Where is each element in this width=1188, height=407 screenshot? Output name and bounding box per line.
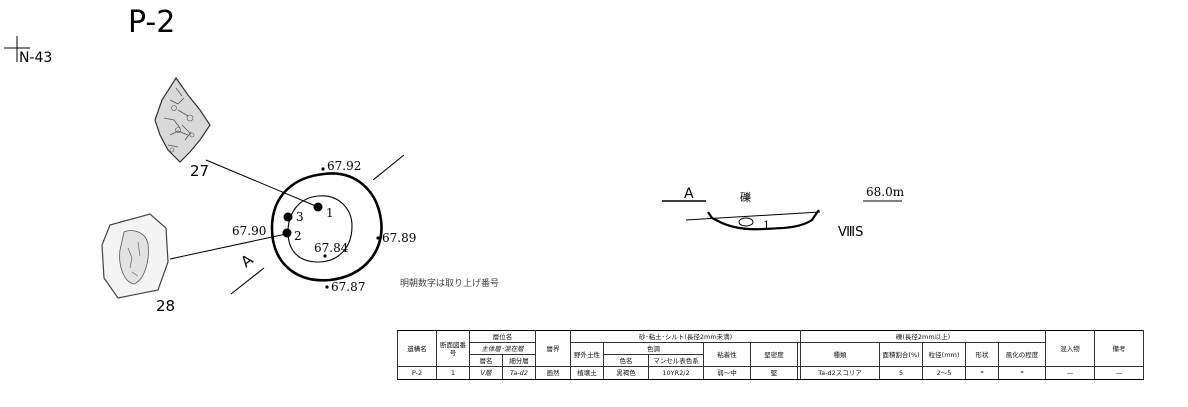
cross-section: A 68.0m 礫 1 ⅧS [662,185,905,240]
cell-munsell: 10YR2/2 [648,366,704,380]
elevation-point-bottom-inner [323,254,327,258]
leader-line-28 [169,233,287,260]
header-grain: 粒径(mm) [922,342,967,367]
elevation-point-bottom [325,285,329,289]
table-header-row-2: 主体層･混在層 野外土性 色調 粘着性 堅密度 種類 面積割合(%) 粒径(mm… [398,342,1144,367]
gravel-symbol [738,217,754,227]
cell-density: 堅 [750,366,798,380]
header-layer-name-group: 層位名 [469,330,536,343]
section-layer-number: 1 [763,219,770,232]
elevation-point-top [321,167,325,171]
header-sub-layer: 細分層 [502,354,536,367]
feature-title: P-2 [128,5,175,40]
leader-line-27 [205,159,319,208]
header-layer-sub: 主体層･混在層 [469,342,536,355]
cell-section-no: 1 [436,366,470,380]
cell-inclusions: — [1045,366,1096,380]
cell-layer-name: Ⅴ層 [469,366,503,380]
ground-surface-line [685,211,821,221]
stratum-label: ⅧS [838,225,863,240]
section-label-plan: A [237,250,257,271]
header-density: 堅密度 [750,342,798,367]
table-row: P-2 1 Ⅴ層 Ta-d2 画然 植壌土 黒褐色 10YR2/2 弱～中 堅 … [397,366,1145,380]
cell-kind: Ta-d2スコリア [800,366,881,380]
header-boundary: 層界 [535,330,571,367]
header-site: 遺構名 [397,330,437,367]
cell-spacer [796,366,802,380]
find-point-1 [313,202,323,212]
elevation-bottom-inner: 67.84 [314,241,349,255]
elevation-top: 67.92 [327,159,361,173]
header-layer-name: 層名 [469,354,503,367]
gravel-label: 礫 [740,190,751,204]
cell-area-ratio: 5 [879,366,924,380]
cell-shape: * [965,366,1000,380]
header-field-soil: 野外土性 [570,342,604,367]
elevation-right: 67.89 [382,231,416,245]
section-line-upper [372,154,405,181]
header-gravel-group: 礫(長径2mm以上) [800,330,1047,343]
cell-boundary: 画然 [535,366,571,380]
section-label-a: A [684,186,694,202]
elevation-point-right [376,236,380,240]
find-number-1: 1 [326,206,334,220]
pit-plan [270,172,383,282]
find-number-2: 2 [294,229,302,243]
elevation-bottom: 67.87 [331,280,365,294]
header-weathering: 風化の程度 [998,342,1047,367]
section-elevation: 68.0m [866,185,905,199]
soil-description-table: 遺構名 断面図番号 層位名 層界 砂･粘土･シルト(長径2mm未満) 礫(長径2… [397,330,1145,380]
header-remarks: 備考 [1094,330,1145,367]
pit-profile [707,209,820,231]
artifact-28-drawing [101,213,169,299]
cell-stickiness: 弱～中 [703,366,751,380]
header-kind: 種類 [800,342,881,367]
artifact-number-27: 27 [190,162,209,180]
header-munsell: マンセル表色系 [648,354,704,367]
cell-color-name: 黒褐色 [603,366,649,380]
header-area-ratio: 面積割合(%) [879,342,924,367]
header-inclusions: 混入物 [1045,330,1096,367]
header-color-group: 色調 [603,342,704,355]
table-header-row-1: 遺構名 断面図番号 層位名 層界 砂･粘土･シルト(長径2mm未満) 礫(長径2… [397,330,1145,367]
grid-label: N-43 [19,50,52,66]
table-header-row-3: 層名 細分層 色名 マンセル表色系 [398,354,1144,367]
header-sand-group: 砂･粘土･シルト(長径2mm未満) [569,330,802,343]
find-number-3: 3 [296,210,304,224]
artifact-27-drawing [154,76,211,163]
find-point-3 [283,212,293,222]
cell-weathering: * [998,366,1047,380]
header-color-name: 色名 [603,354,649,367]
caption-note: 明朝数字は取り上げ番号 [400,277,499,289]
cell-sub-layer: Ta-d2 [502,366,536,380]
header-stickiness: 粘着性 [703,342,751,367]
cell-grain: 2～5 [922,366,967,380]
elevation-left: 67.90 [232,224,266,238]
section-line-lower [230,267,265,295]
header-section-no: 断面図番号 [436,330,470,367]
cell-site: P-2 [397,366,437,380]
cell-remarks: — [1094,366,1145,380]
find-point-2 [282,228,292,238]
header-shape: 形状 [965,342,1000,367]
artifact-number-28: 28 [156,297,175,315]
cell-field-soil: 植壌土 [570,366,604,380]
grid-cross-marker [4,36,30,62]
